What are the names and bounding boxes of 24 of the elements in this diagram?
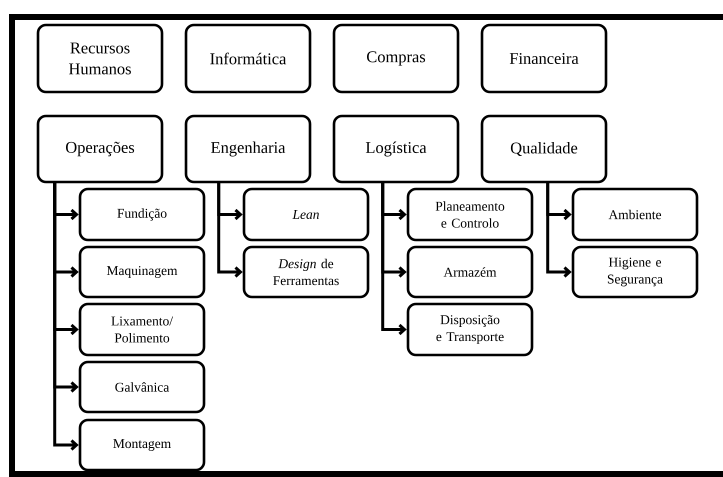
arrow [546,182,572,278]
unit-box: Disposição e Transporte [406,302,534,356]
arrow [53,182,79,451]
arrow [217,182,243,278]
unit-box: Lean [242,188,370,242]
unit-box: Design de Ferramentas [242,246,370,298]
department-box: Financeira [480,24,608,94]
department-box: Compras [332,24,460,94]
department-box: Engenharia [184,114,312,184]
unit-box: Fundição [78,188,206,242]
department-box: Informática [184,24,312,94]
unit-box: Armazém [406,246,534,298]
unit-box: Galvânica [78,360,206,414]
department-box: Recursos Humanos [36,24,164,94]
unit-box: Higiene e Segurança [572,246,698,298]
unit-box: Ambiente [572,188,698,242]
unit-box: Planeamento e Controlo [406,188,534,242]
department-box: Logística [332,114,460,184]
unit-box: Montagem [78,418,206,472]
arrow [381,182,407,336]
unit-box: Lixamento/ Polimento [78,302,206,356]
department-box: Operações [36,114,164,184]
unit-box: Maquinagem [78,246,206,298]
department-box: Qualidade [480,114,608,184]
